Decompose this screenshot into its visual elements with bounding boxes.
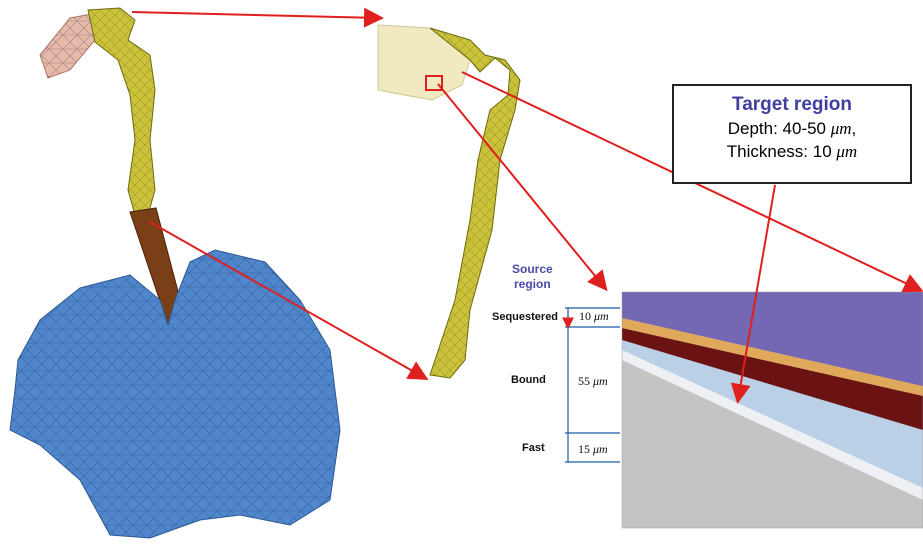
callout-title: Target region [674,94,910,116]
layer-name-bound: Bound [511,374,546,386]
layer-value-fast: 15 μm [578,442,608,457]
source-region-label: Source region [512,262,553,292]
layer-name-sequestered: Sequestered [492,311,558,323]
callout-thickness: Thickness: 10 μm [674,142,910,162]
upper-airway-middle [378,25,520,378]
nasal-cavity-mesh [40,14,95,78]
target-region-callout: Target region Depth: 40-50 μm, Thickness… [672,84,912,184]
callout-depth: Depth: 40-50 μm, [674,119,910,139]
upper-airway-left [88,8,155,215]
layer-value-sequestered: 10 μm [579,309,609,324]
zoomed-layers [622,262,923,528]
layer-value-bound: 55 μm [578,374,608,389]
layer-name-fast: Fast [522,442,545,454]
